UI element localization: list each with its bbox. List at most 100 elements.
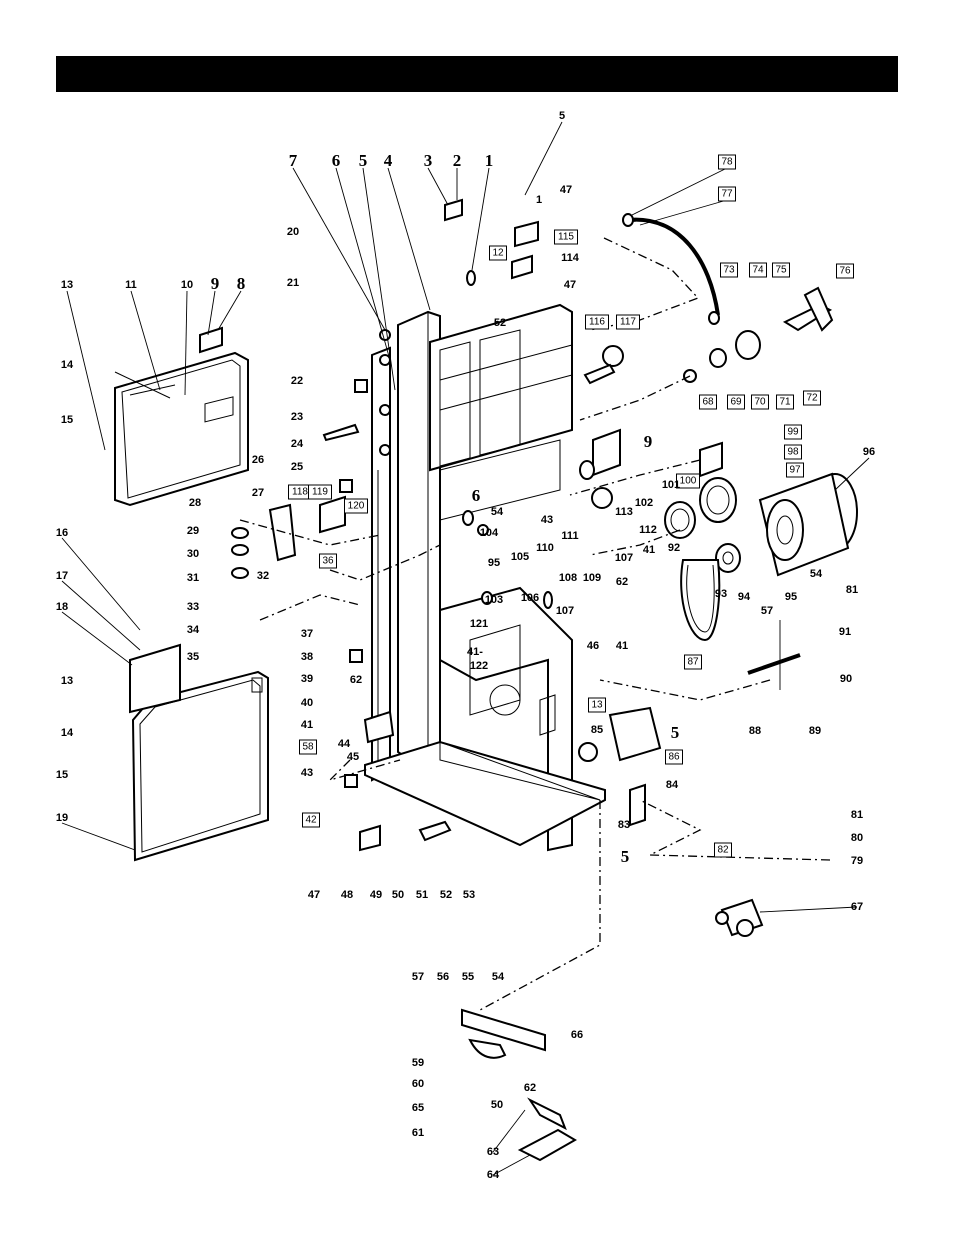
part-number-text: 71 — [779, 397, 791, 408]
part-number-text: 95 — [488, 557, 500, 569]
part-label-105: 105 — [511, 551, 529, 563]
part-number-text: 62 — [616, 576, 628, 588]
part-number-box — [749, 262, 767, 278]
part-number-text: 121 — [470, 618, 488, 630]
part-label-103: 103 — [485, 594, 503, 606]
part-number-text: 116 — [589, 317, 605, 328]
guide-wheel — [579, 460, 613, 509]
part-number-text: 31 — [187, 572, 199, 584]
part-label-89: 89 — [809, 725, 821, 737]
junction-box — [699, 441, 723, 478]
part-label-99: 99 — [784, 424, 802, 440]
part-label-5: 5 — [359, 151, 368, 170]
part-number-text: 21 — [287, 277, 299, 289]
part-label-64: 64 — [487, 1169, 500, 1181]
part-number-box — [699, 394, 717, 410]
part-label-101: 101 — [662, 479, 680, 491]
part-label-115: 115 — [554, 229, 578, 245]
part-label-27: 27 — [252, 487, 264, 499]
bracket-right — [592, 428, 621, 477]
part-number-text: 30 — [187, 548, 199, 560]
part-number-text: 8 — [237, 274, 246, 293]
part-number-text: 4 — [384, 151, 393, 170]
part-number-text: 26 — [252, 454, 264, 466]
part-number-box — [836, 263, 854, 279]
part-number-text: 102 — [635, 497, 653, 509]
part-number-text: 14 — [61, 727, 74, 739]
part-number-text: 9 — [644, 432, 653, 451]
part-number-text: 109 — [583, 572, 601, 584]
part-label-24: 24 — [291, 438, 304, 450]
part-number-text: 105 — [511, 551, 529, 563]
part-label-1: 1 — [485, 151, 494, 170]
part-number-text: 11 — [125, 279, 137, 291]
part-number-text: 5 — [359, 151, 368, 170]
part-label-57: 57 — [412, 971, 424, 983]
part-number-text: 47 — [560, 184, 572, 196]
part-label-47: 47 — [308, 889, 320, 901]
motor-pulley — [715, 543, 741, 573]
part-number-text: 119 — [312, 487, 328, 498]
part-number-text: 51 — [416, 889, 428, 901]
part-label-75: 75 — [772, 262, 790, 278]
part-number-text: 66 — [571, 1029, 583, 1041]
part-label-10: 10 — [181, 279, 193, 291]
part-number-text: 5 — [621, 847, 630, 866]
part-label-66: 66 — [571, 1029, 583, 1041]
part-label-41: 41 — [616, 640, 628, 652]
part-number-text: 73 — [723, 265, 735, 276]
main-column — [371, 303, 573, 782]
part-number-text: 90 — [840, 673, 852, 685]
part-label-92: 92 — [668, 542, 680, 554]
part-number-text: 70 — [754, 397, 766, 408]
part-label-120: 120 — [344, 498, 368, 514]
part-label-33: 33 — [187, 601, 199, 613]
part-number-text: 13 — [61, 279, 73, 291]
part-number-text: 38 — [301, 651, 313, 663]
part-number-text: 99 — [787, 427, 799, 438]
part-label-3: 3 — [424, 151, 433, 170]
part-label-15: 15 — [56, 769, 68, 781]
part-label-16: 16 — [56, 527, 68, 539]
part-number-text: 54 — [810, 568, 823, 580]
part-number-box — [489, 245, 507, 261]
part-label-21: 21 — [287, 277, 299, 289]
part-label-122: 122 — [470, 660, 488, 672]
part-number-text: 41 — [301, 719, 313, 731]
part-label-30: 30 — [187, 548, 199, 560]
part-label-26: 26 — [252, 454, 264, 466]
part-label-11: 11 — [125, 279, 137, 291]
part-number-text: 40 — [301, 697, 313, 709]
part-label-13: 13 — [61, 279, 73, 291]
part-number-box — [299, 739, 317, 755]
part-number-box — [718, 154, 736, 170]
part-label-97: 97 — [786, 462, 804, 478]
part-number-text: 47 — [308, 889, 320, 901]
part-label-45: 45 — [347, 751, 359, 763]
part-label-106: 106 — [521, 592, 539, 604]
part-number-box — [676, 473, 700, 489]
part-label-72: 72 — [803, 390, 821, 406]
part-number-text: 115 — [558, 232, 574, 243]
part-number-text: 2 — [453, 151, 462, 170]
part-label-55: 55 — [462, 971, 474, 983]
part-number-box — [585, 314, 609, 330]
part-number-text: 54 — [492, 971, 505, 983]
part-number-text: 34 — [187, 624, 200, 636]
part-label-51: 51 — [416, 889, 428, 901]
part-label-70: 70 — [751, 394, 769, 410]
part-number-text: 6 — [472, 486, 481, 505]
part-number-text: 14 — [61, 359, 74, 371]
part-label-121: 121 — [470, 618, 488, 630]
part-number-text: 85 — [591, 724, 603, 736]
part-number-text: 48 — [341, 889, 353, 901]
part-label-40: 40 — [301, 697, 313, 709]
part-label-34: 34 — [187, 624, 200, 636]
part-label-91: 91 — [839, 626, 851, 638]
part-label-7: 7 — [289, 151, 298, 170]
part-label-95: 95 — [488, 557, 500, 569]
part-number-text: 13 — [591, 700, 603, 711]
part-number-text: 3 — [424, 151, 433, 170]
part-number-text: 52 — [494, 317, 506, 329]
